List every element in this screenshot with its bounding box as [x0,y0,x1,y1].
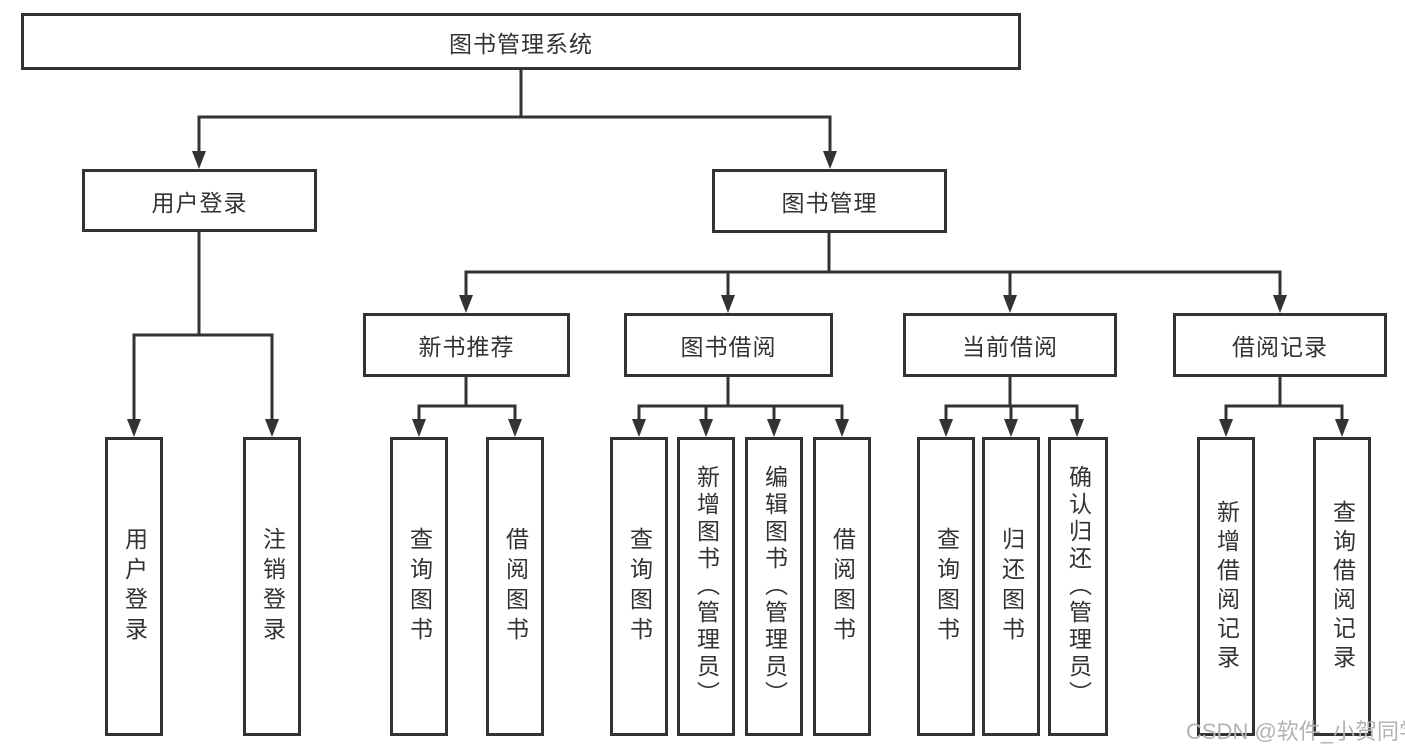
leaf-label: 新增图书（管理员） [693,465,720,708]
arrowheads-leaves [412,419,1349,437]
node-leaf-bb-query-books: 查询图书 [610,437,668,736]
node-borrow-record: 借阅记录 [1173,313,1387,377]
node-new-book-rec: 新书推荐 [363,313,570,377]
node-book-mgmt: 图书管理 [712,169,947,233]
arrowheads-level3 [459,295,1287,313]
csdn-watermark: CSDN @软件_小贺同学 [1186,719,1405,744]
branch-current-borrow [944,377,1079,420]
leaf-label: 注销登录 [259,526,286,647]
node-book-borrow: 图书借阅 [624,313,833,377]
leaf-label: 借阅图书 [829,526,856,647]
leaf-label: 查询借阅记录 [1329,499,1356,674]
leaf-label: 编辑图书（管理员） [761,465,788,708]
branch-book-mgmt [464,233,1282,296]
leaf-label: 查询图书 [626,526,653,647]
leaf-label: 用户登录 [121,526,148,647]
node-leaf-nbr-query-books: 查询图书 [390,437,448,736]
branch-borrow-record [1224,377,1344,420]
leaf-label: 确认归还（管理员） [1065,465,1092,708]
node-leaf-logout: 注销登录 [243,437,301,736]
node-leaf-cb-confirm-return: 确认归还（管理员） [1048,437,1108,736]
node-current-borrow: 当前借阅 [903,313,1117,377]
leaf-label: 查询图书 [406,526,433,647]
node-leaf-br-add-record: 新增借阅记录 [1197,437,1255,736]
branch-new-book-rec [417,377,517,420]
node-leaf-bb-edit-books: 编辑图书（管理员） [745,437,803,736]
leaf-label: 新增借阅记录 [1213,499,1240,674]
branch-root-to-level2 [197,70,832,152]
node-leaf-cb-return-books: 归还图书 [982,437,1040,736]
leaf-label: 归还图书 [998,526,1025,647]
node-leaf-bb-add-books: 新增图书（管理员） [677,437,735,736]
node-root: 图书管理系统 [21,13,1021,70]
leaf-label: 借阅图书 [502,526,529,647]
arrowheads-user-login [127,419,279,437]
node-user-login: 用户登录 [82,169,317,232]
node-leaf-br-query-record: 查询借阅记录 [1313,437,1371,736]
node-leaf-bb-borrow-books: 借阅图书 [813,437,871,736]
arrowheads-level2 [192,151,837,169]
node-leaf-cb-query-books: 查询图书 [917,437,975,736]
leaf-label: 查询图书 [933,526,960,647]
node-leaf-nbr-borrow-books: 借阅图书 [486,437,544,736]
branch-user-login [132,232,274,420]
node-leaf-user-login: 用户登录 [105,437,163,736]
branch-book-borrow [637,377,844,420]
